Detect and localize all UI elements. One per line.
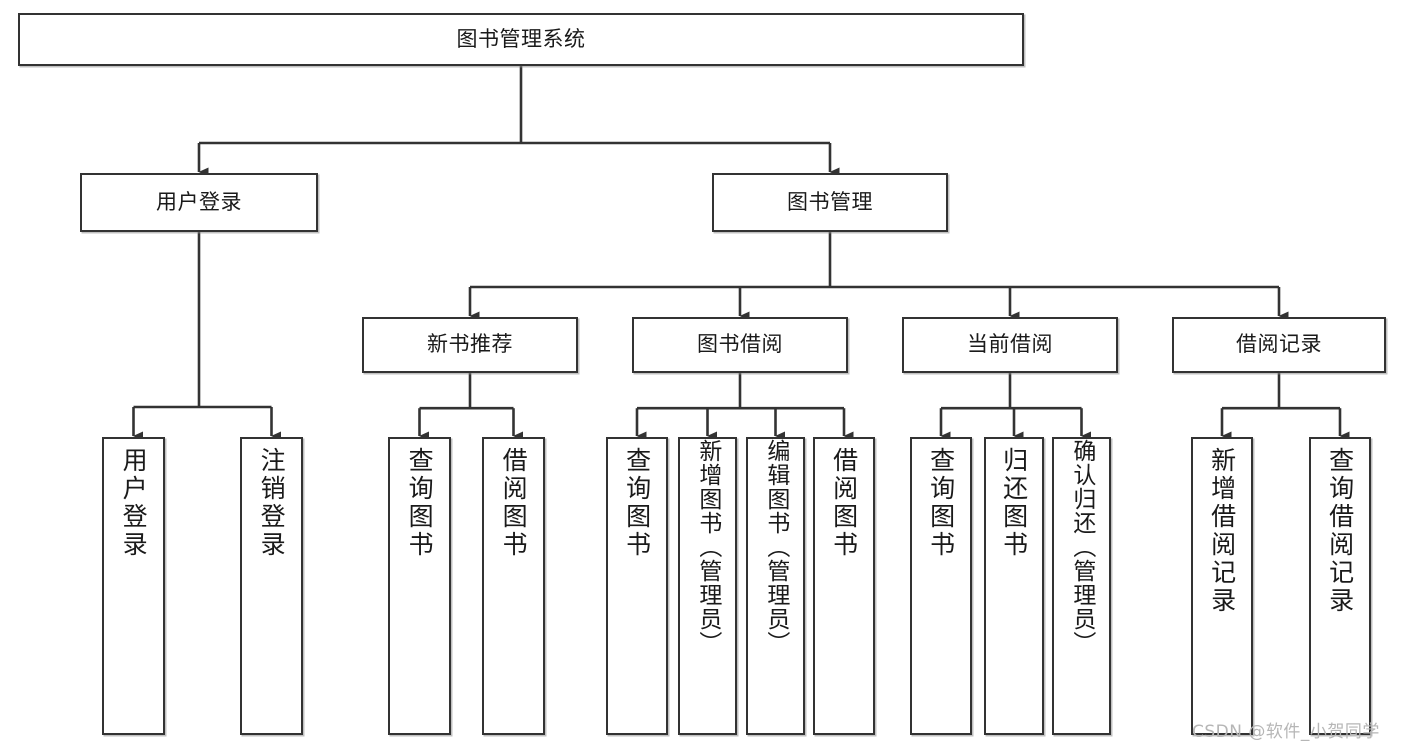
node-leaf-query-book-recommend[interactable]: 查询图书 bbox=[388, 437, 451, 735]
node-leaf-logout-label: 注销登录 bbox=[257, 447, 287, 559]
node-leaf-user-login-label: 用户登录 bbox=[119, 447, 149, 559]
node-leaf-query-book-borrow[interactable]: 查询图书 bbox=[606, 437, 668, 735]
node-leaf-borrow-book-recommend[interactable]: 借阅图书 bbox=[482, 437, 545, 735]
node-book-borrow[interactable]: 图书借阅 bbox=[632, 317, 848, 373]
node-leaf-query-book-current-label: 查询图书 bbox=[926, 447, 956, 559]
node-leaf-return-book[interactable]: 归还图书 bbox=[984, 437, 1044, 735]
node-leaf-edit-book-label: 编辑图书（管理员） bbox=[762, 439, 789, 655]
node-new-book-recommend[interactable]: 新书推荐 bbox=[362, 317, 578, 373]
node-new-book-recommend-label: 新书推荐 bbox=[427, 332, 513, 357]
node-leaf-confirm-return-label: 确认归还（管理员） bbox=[1068, 439, 1095, 655]
node-book-management-label: 图书管理 bbox=[787, 189, 873, 214]
node-leaf-query-book-borrow-label: 查询图书 bbox=[622, 447, 652, 559]
node-leaf-edit-book[interactable]: 编辑图书（管理员） bbox=[746, 437, 805, 735]
node-leaf-query-borrow-record[interactable]: 查询借阅记录 bbox=[1309, 437, 1371, 735]
node-leaf-add-borrow-record[interactable]: 新增借阅记录 bbox=[1191, 437, 1253, 735]
node-leaf-borrow-book-label: 借阅图书 bbox=[829, 447, 859, 559]
node-leaf-logout[interactable]: 注销登录 bbox=[240, 437, 303, 735]
node-leaf-add-book-label: 新增图书（管理员） bbox=[694, 439, 721, 655]
node-root-label: 图书管理系统 bbox=[456, 26, 586, 51]
node-leaf-borrow-book-recommend-label: 借阅图书 bbox=[499, 447, 529, 559]
node-leaf-add-borrow-record-label: 新增借阅记录 bbox=[1207, 447, 1237, 615]
node-book-management[interactable]: 图书管理 bbox=[712, 173, 948, 232]
node-leaf-borrow-book[interactable]: 借阅图书 bbox=[813, 437, 875, 735]
node-leaf-confirm-return[interactable]: 确认归还（管理员） bbox=[1052, 437, 1111, 735]
node-user-login[interactable]: 用户登录 bbox=[80, 173, 318, 232]
node-user-login-label: 用户登录 bbox=[156, 189, 242, 214]
node-book-borrow-label: 图书借阅 bbox=[697, 332, 783, 357]
node-leaf-query-borrow-record-label: 查询借阅记录 bbox=[1325, 447, 1355, 615]
node-current-borrow[interactable]: 当前借阅 bbox=[902, 317, 1118, 373]
node-leaf-return-book-label: 归还图书 bbox=[999, 447, 1029, 559]
node-leaf-user-login[interactable]: 用户登录 bbox=[102, 437, 165, 735]
node-leaf-add-book[interactable]: 新增图书（管理员） bbox=[678, 437, 737, 735]
node-root[interactable]: 图书管理系统 bbox=[18, 13, 1024, 66]
node-leaf-query-book-recommend-label: 查询图书 bbox=[405, 447, 435, 559]
node-borrow-record-label: 借阅记录 bbox=[1236, 332, 1322, 357]
node-current-borrow-label: 当前借阅 bbox=[967, 332, 1053, 357]
node-borrow-record[interactable]: 借阅记录 bbox=[1172, 317, 1386, 373]
node-leaf-query-book-current[interactable]: 查询图书 bbox=[910, 437, 972, 735]
